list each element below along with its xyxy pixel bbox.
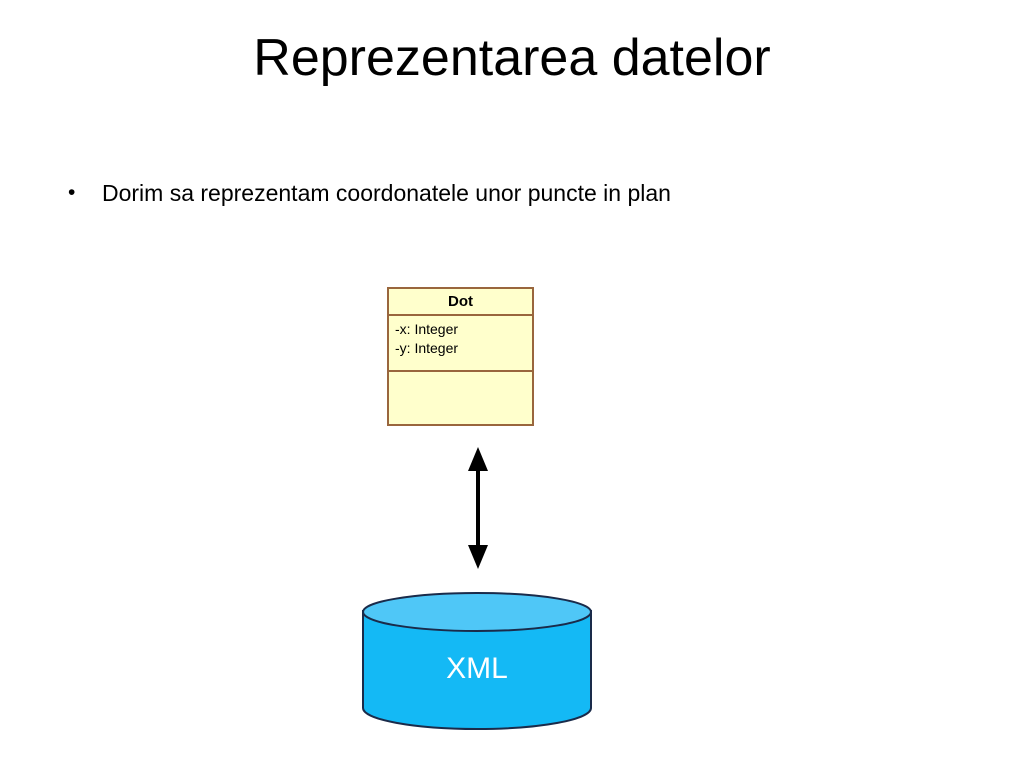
page-title: Reprezentarea datelor	[253, 29, 771, 87]
cylinder-top	[362, 592, 592, 632]
uml-attribute: -y: Integer	[395, 340, 459, 356]
uml-attribute: -x: Integer	[395, 321, 459, 337]
uml-attributes-compartment: -x: Integer -y: Integer	[389, 316, 532, 372]
bullet-text: Dorim sa reprezentam coordonatele unor p…	[102, 180, 671, 206]
cylinder-body	[362, 610, 592, 730]
double-headed-arrow-icon	[458, 445, 498, 571]
cylinder-svg	[362, 592, 592, 730]
arrow-head-down	[468, 545, 488, 569]
arrow-head-up	[468, 447, 488, 471]
uml-name-compartment: Dot	[389, 289, 532, 316]
double-headed-arrow-svg	[468, 447, 488, 569]
bullet-list: • Dorim sa reprezentam coordonatele unor…	[62, 178, 962, 208]
uml-class-name: Dot	[448, 293, 473, 310]
uml-class-dot: Dot -x: Integer -y: Integer	[387, 287, 534, 426]
bullet-marker-icon: •	[68, 181, 76, 204]
list-item: • Dorim sa reprezentam coordonatele unor…	[62, 178, 962, 208]
datastore-cylinder	[361, 592, 593, 732]
uml-operations-compartment	[389, 372, 532, 424]
